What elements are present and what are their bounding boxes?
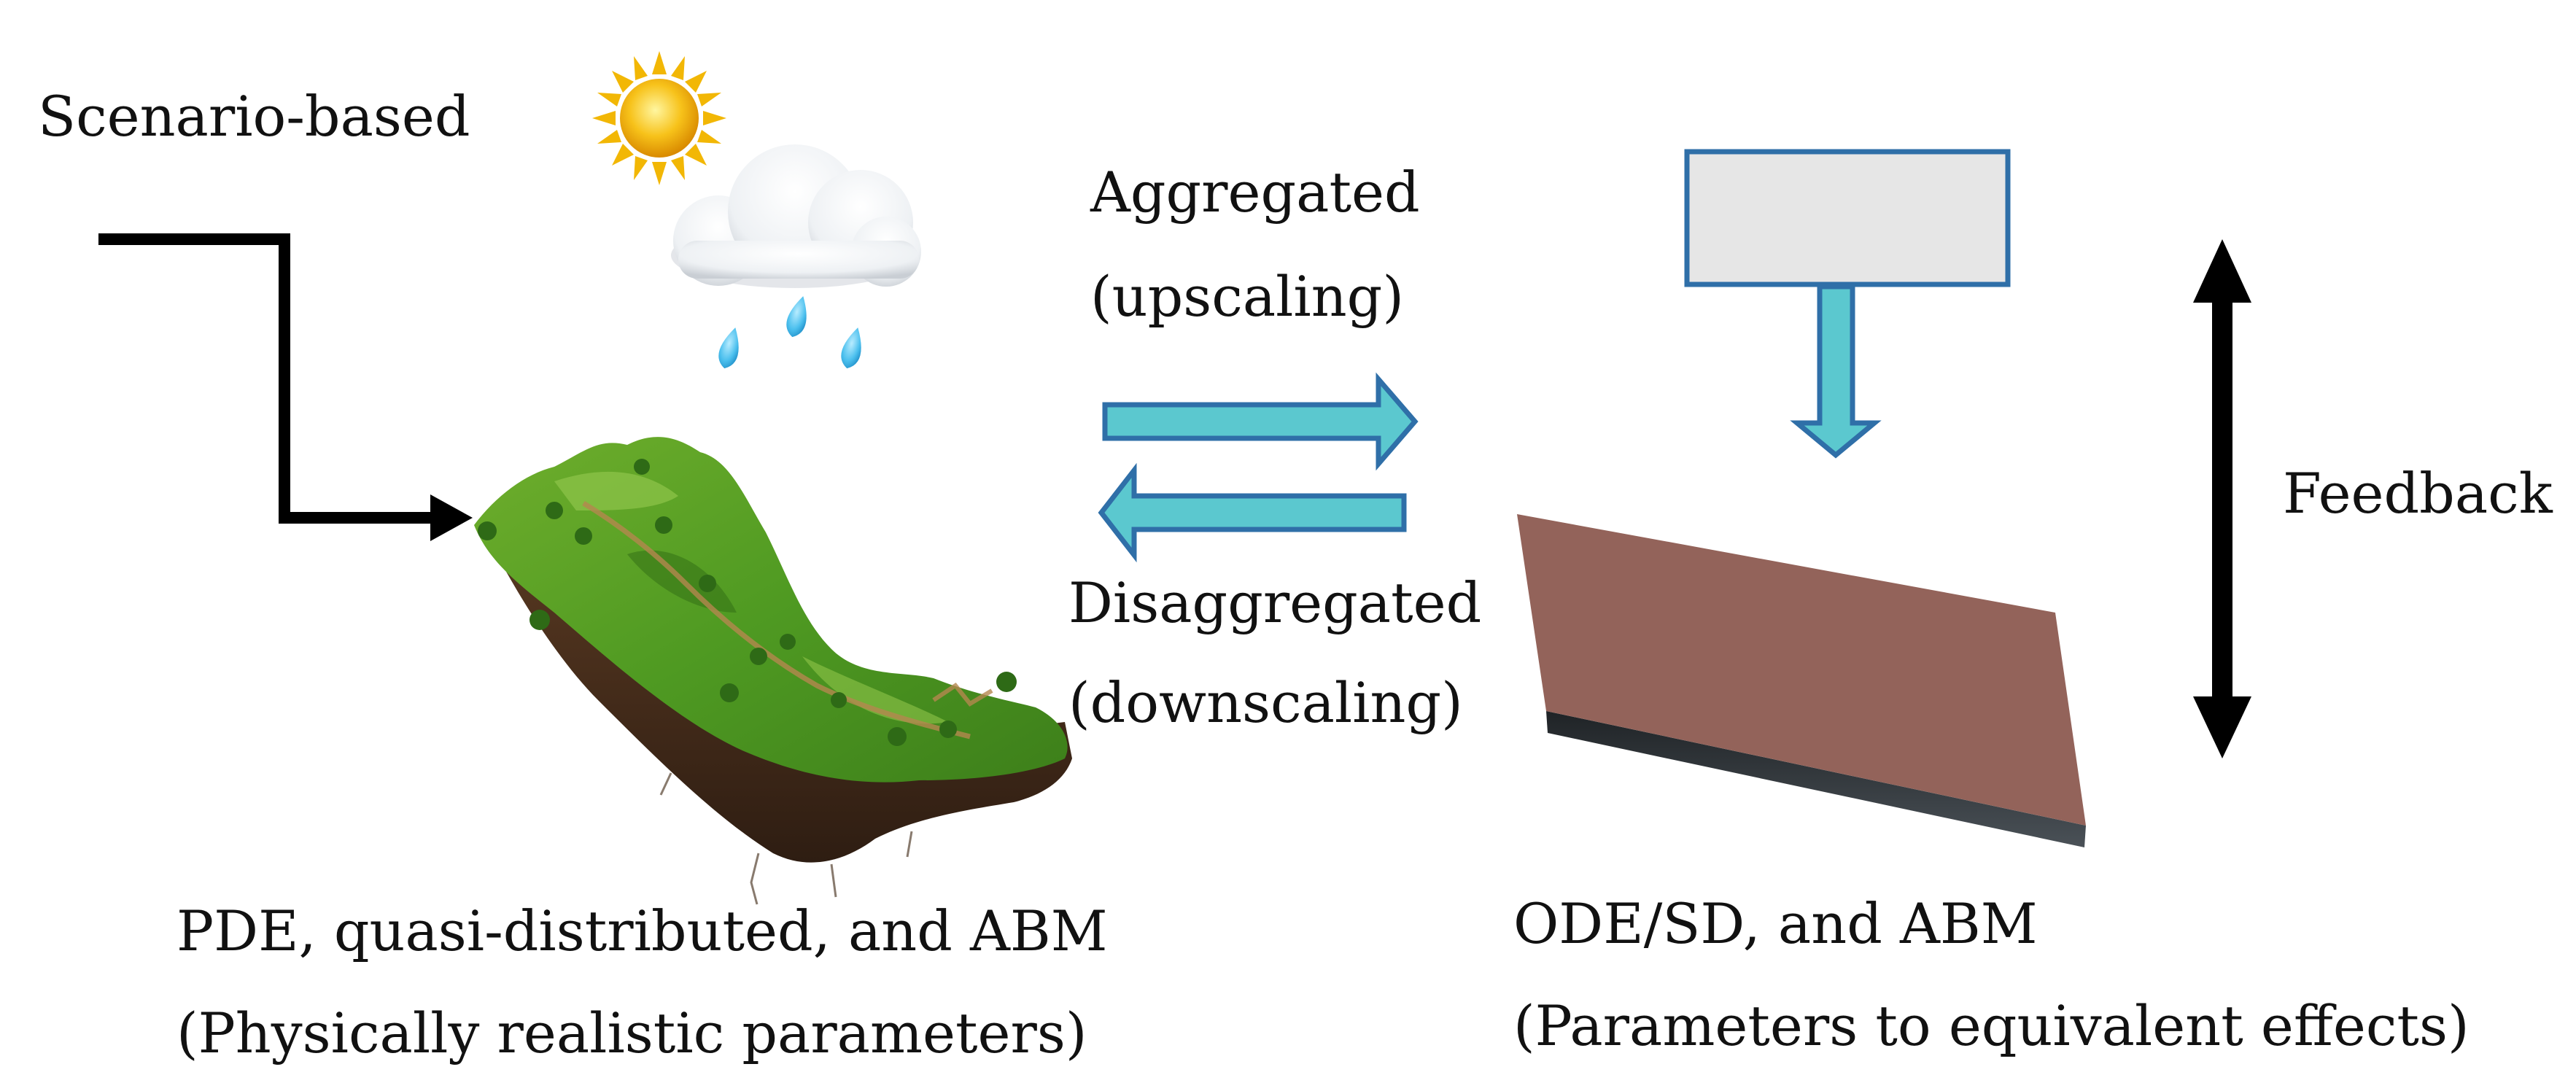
left-caption-line-2: (Physically realistic parameters)	[176, 1001, 1087, 1065]
lumped-slab	[1517, 514, 2086, 847]
disaggregated-label: Disaggregated	[1068, 570, 1482, 635]
left-caption-line-1: PDE, quasi-distributed, and ABM	[176, 898, 1108, 963]
right-caption-line-2: (Parameters to equivalent effects)	[1513, 993, 2470, 1058]
right-caption-line-1: ODE/SD, and ABM	[1513, 891, 2038, 956]
upscaling-label: (upscaling)	[1090, 264, 1404, 329]
feedback-label: Feedback	[2283, 461, 2553, 526]
aggregated-label: Aggregated	[1090, 160, 1420, 225]
rain-drop-icon	[718, 296, 861, 369]
scenario-label: Scenario-based	[38, 84, 470, 149]
scenario-input-arrow	[98, 233, 473, 541]
sun-icon	[592, 51, 726, 185]
downscaling-label: (downscaling)	[1068, 670, 1463, 735]
rain-cloud-icon	[671, 144, 921, 369]
terrain-island	[474, 437, 1072, 905]
box-down-arrow	[1790, 284, 1882, 459]
empty-box	[1684, 149, 2011, 287]
feedback-arrow	[2193, 239, 2251, 758]
aggregated-arrow	[1102, 372, 1419, 471]
disaggregated-arrow	[1098, 462, 1407, 563]
